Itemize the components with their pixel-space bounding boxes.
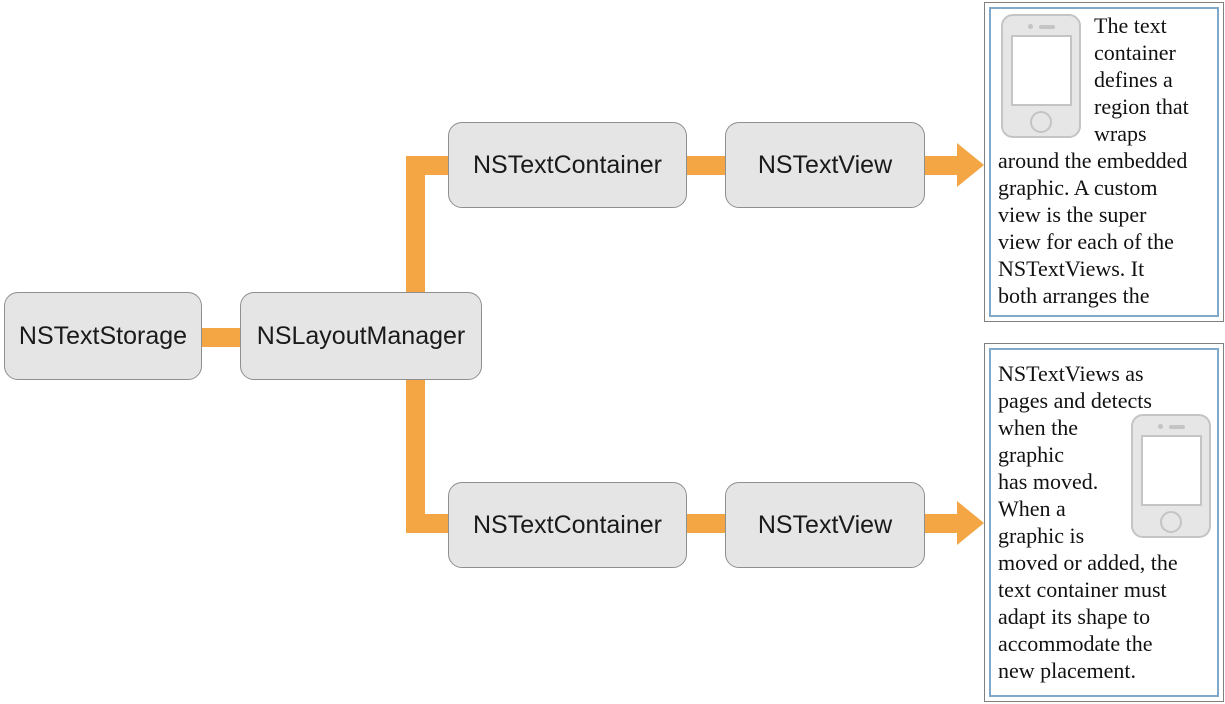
text-panel-bottom-text-after: when the graphic has moved. When a graph…: [998, 415, 1178, 683]
node-nslayoutmanager: NSLayoutManager: [240, 292, 482, 380]
node-nstextcontainer-top-label: NSTextContainer: [473, 150, 662, 179]
phone-screen: [1140, 435, 1202, 506]
right-arrow-icon-bottom: [957, 501, 984, 545]
phone-home-button-icon: [1160, 511, 1182, 533]
node-nstextview-bottom: NSTextView: [725, 482, 925, 568]
node-nslayoutmanager-label: NSLayoutManager: [256, 321, 466, 350]
text-panel-top-text: The text container defines a region that…: [998, 13, 1189, 308]
connector-elbow-top: [406, 156, 454, 175]
iphone-icon: [1131, 414, 1211, 538]
node-nstextview-top-label: NSTextView: [757, 150, 893, 179]
connector-elbow-bottom: [406, 514, 454, 533]
text-panel-bottom: NSTextViews as pages and detects when th…: [984, 343, 1224, 702]
phone-screen: [1010, 35, 1072, 106]
text-panel-bottom-content: NSTextViews as pages and detects when th…: [998, 353, 1211, 684]
arrow-shaft-top: [921, 156, 958, 175]
node-nstextcontainer-bottom-label: NSTextContainer: [473, 510, 662, 539]
arrow-shaft-bottom: [921, 514, 958, 533]
node-nstextview-bottom-label: NSTextView: [757, 510, 893, 539]
connector-container-to-textview-bottom: [683, 514, 729, 533]
text-panel-top-content: The text container defines a region that…: [998, 12, 1211, 309]
phone-camera-icon: [1157, 424, 1163, 429]
phone-sensor-row: [1003, 20, 1079, 33]
node-nstextcontainer-bottom: NSTextContainer: [448, 482, 687, 568]
phone-speaker-icon: [1168, 424, 1185, 429]
connector-storage-to-layoutmanager: [198, 328, 244, 347]
connector-container-to-textview-top: [683, 156, 729, 175]
phone-speaker-icon: [1038, 24, 1055, 29]
iphone-icon: [1001, 14, 1081, 138]
node-nstextstorage: NSTextStorage: [4, 292, 202, 380]
phone-sensor-row: [1133, 420, 1209, 433]
text-panel-bottom-inner-border: NSTextViews as pages and detects when th…: [989, 348, 1219, 697]
text-panel-top: The text container defines a region that…: [984, 2, 1224, 322]
node-nstextview-top: NSTextView: [725, 122, 925, 208]
node-nstextstorage-label: NSTextStorage: [18, 321, 188, 350]
phone-camera-icon: [1027, 24, 1033, 29]
text-panel-top-inner-border: The text container defines a region that…: [989, 7, 1219, 317]
right-arrow-icon-top: [957, 143, 984, 187]
phone-home-button-icon: [1030, 111, 1052, 133]
node-nstextcontainer-top: NSTextContainer: [448, 122, 687, 208]
text-panel-bottom-text-before: NSTextViews as pages and detects: [998, 361, 1152, 413]
